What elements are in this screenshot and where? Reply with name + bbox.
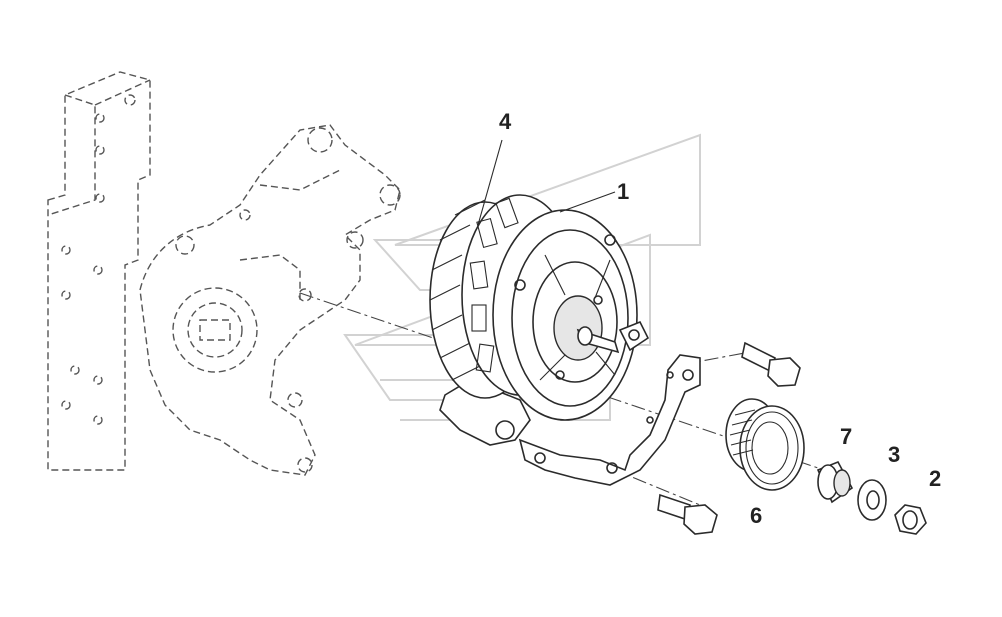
callout-7: 7	[840, 424, 853, 449]
callout-2: 2	[929, 466, 942, 491]
callout-3: 3	[888, 442, 901, 467]
pulley	[725, 398, 805, 491]
washer	[857, 479, 887, 521]
leader-lines	[477, 139, 616, 226]
spacer	[816, 460, 854, 504]
leader-4	[477, 139, 503, 226]
lower-bolt	[657, 493, 718, 535]
front-cover-outline	[139, 124, 401, 476]
alternator	[429, 194, 650, 446]
upper-bolt	[741, 341, 801, 387]
callout-1: 1	[617, 179, 630, 204]
lower-bolt-centerline	[609, 467, 701, 506]
callout-4: 4	[499, 109, 512, 134]
mounting-bracket	[518, 354, 701, 486]
leader-1	[559, 191, 616, 213]
callout-6: 6	[750, 503, 763, 528]
engine-block-outline	[47, 71, 151, 471]
nut	[894, 504, 927, 535]
